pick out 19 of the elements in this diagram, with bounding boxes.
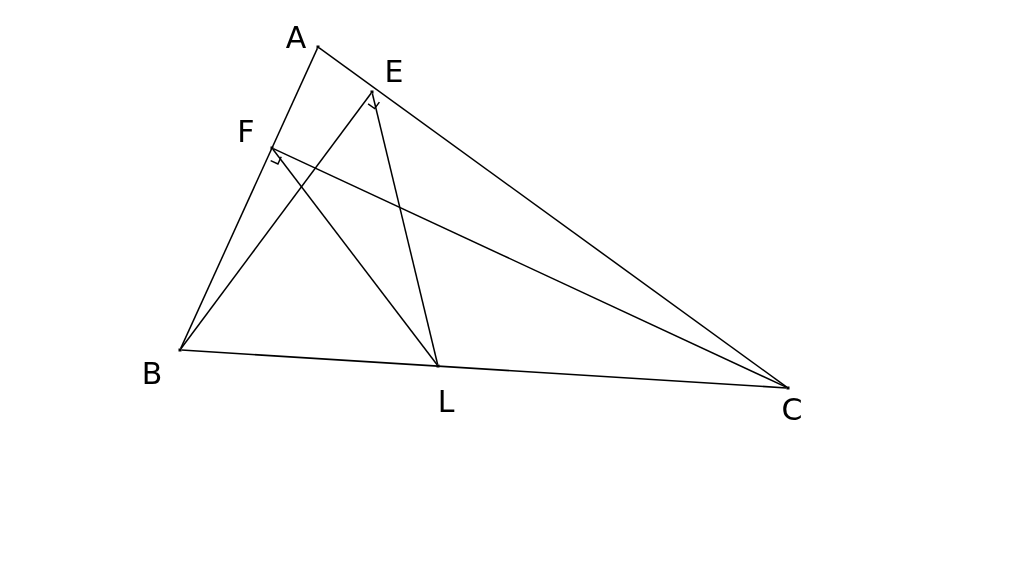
vertex-label: B	[141, 359, 163, 389]
vertex-point	[436, 364, 440, 368]
vertex-point	[786, 386, 790, 390]
line-segment	[371, 92, 439, 366]
line-segment	[179, 47, 319, 350]
vertex-label: A	[285, 23, 307, 53]
vertex-label: L	[437, 387, 455, 417]
line-segment	[272, 147, 788, 389]
vertex-point	[316, 45, 320, 49]
vertex-point	[270, 146, 274, 150]
vertex-label: E	[384, 57, 404, 87]
line-segment	[318, 47, 788, 388]
vertex-point	[178, 348, 182, 352]
vertex-point	[370, 90, 374, 94]
line-segment	[272, 148, 438, 366]
line-segment	[180, 349, 788, 389]
vertex-label: C	[781, 395, 803, 425]
vertex-label: F	[237, 117, 255, 147]
line-segment	[180, 92, 372, 350]
